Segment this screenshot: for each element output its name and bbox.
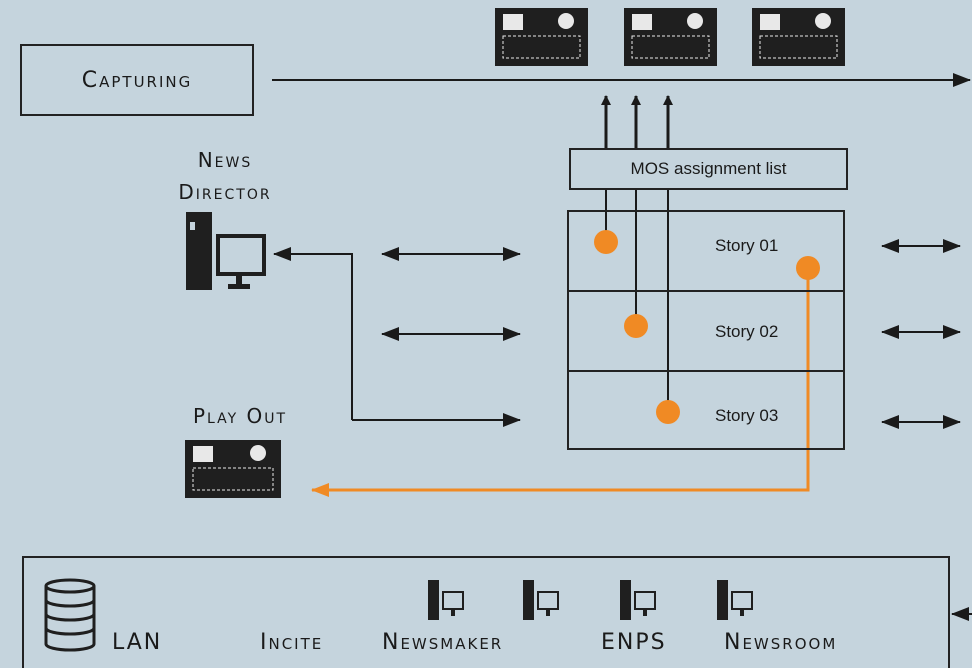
mos-label: MOS assignment list — [630, 159, 787, 178]
story-03-marker — [656, 400, 680, 424]
story-01-marker — [594, 230, 618, 254]
story-02-marker — [624, 314, 648, 338]
lan-box — [22, 556, 950, 668]
playout-device-icon — [185, 440, 281, 498]
news-director-heading: News Director — [150, 144, 300, 208]
recorder-device-1 — [495, 8, 588, 66]
recorder-device-3 — [752, 8, 845, 66]
recorder-device-2 — [624, 8, 717, 66]
story-02-label: Story 02 — [715, 322, 779, 341]
playout-route — [311, 268, 810, 497]
database-icon — [44, 578, 96, 652]
newsroom-computer-icon — [717, 580, 753, 620]
story-table: Story 01 Story 02 Story 03 — [567, 210, 845, 450]
enps-label: ENPS — [601, 630, 667, 655]
story-01-playout-marker — [796, 256, 820, 280]
incite-computer-icon — [428, 580, 464, 620]
story-row-02: Story 02 — [569, 292, 843, 372]
story-row-01: Story 01 — [569, 212, 843, 292]
capturing-box: Capturing — [20, 44, 254, 116]
newsmaker-computer-icon — [523, 580, 559, 620]
story-01-label: Story 01 — [715, 236, 779, 255]
news-director-line1: News — [197, 148, 253, 172]
story-03-label: Story 03 — [715, 406, 779, 425]
capturing-label: Capturing — [81, 67, 193, 93]
newsroom-label: Newsroom — [724, 630, 838, 655]
mos-assignment-list: MOS assignment list — [569, 148, 848, 190]
play-out-heading: Play Out — [192, 404, 288, 428]
lan-label: LAN — [112, 630, 163, 655]
story-row-03: Story 03 — [569, 372, 843, 452]
enps-computer-icon — [620, 580, 656, 620]
news-director-computer-icon — [186, 212, 266, 290]
incite-label: Incite — [260, 630, 324, 655]
news-director-line2: Director — [178, 180, 272, 204]
newsmaker-label: Newsmaker — [382, 630, 504, 655]
